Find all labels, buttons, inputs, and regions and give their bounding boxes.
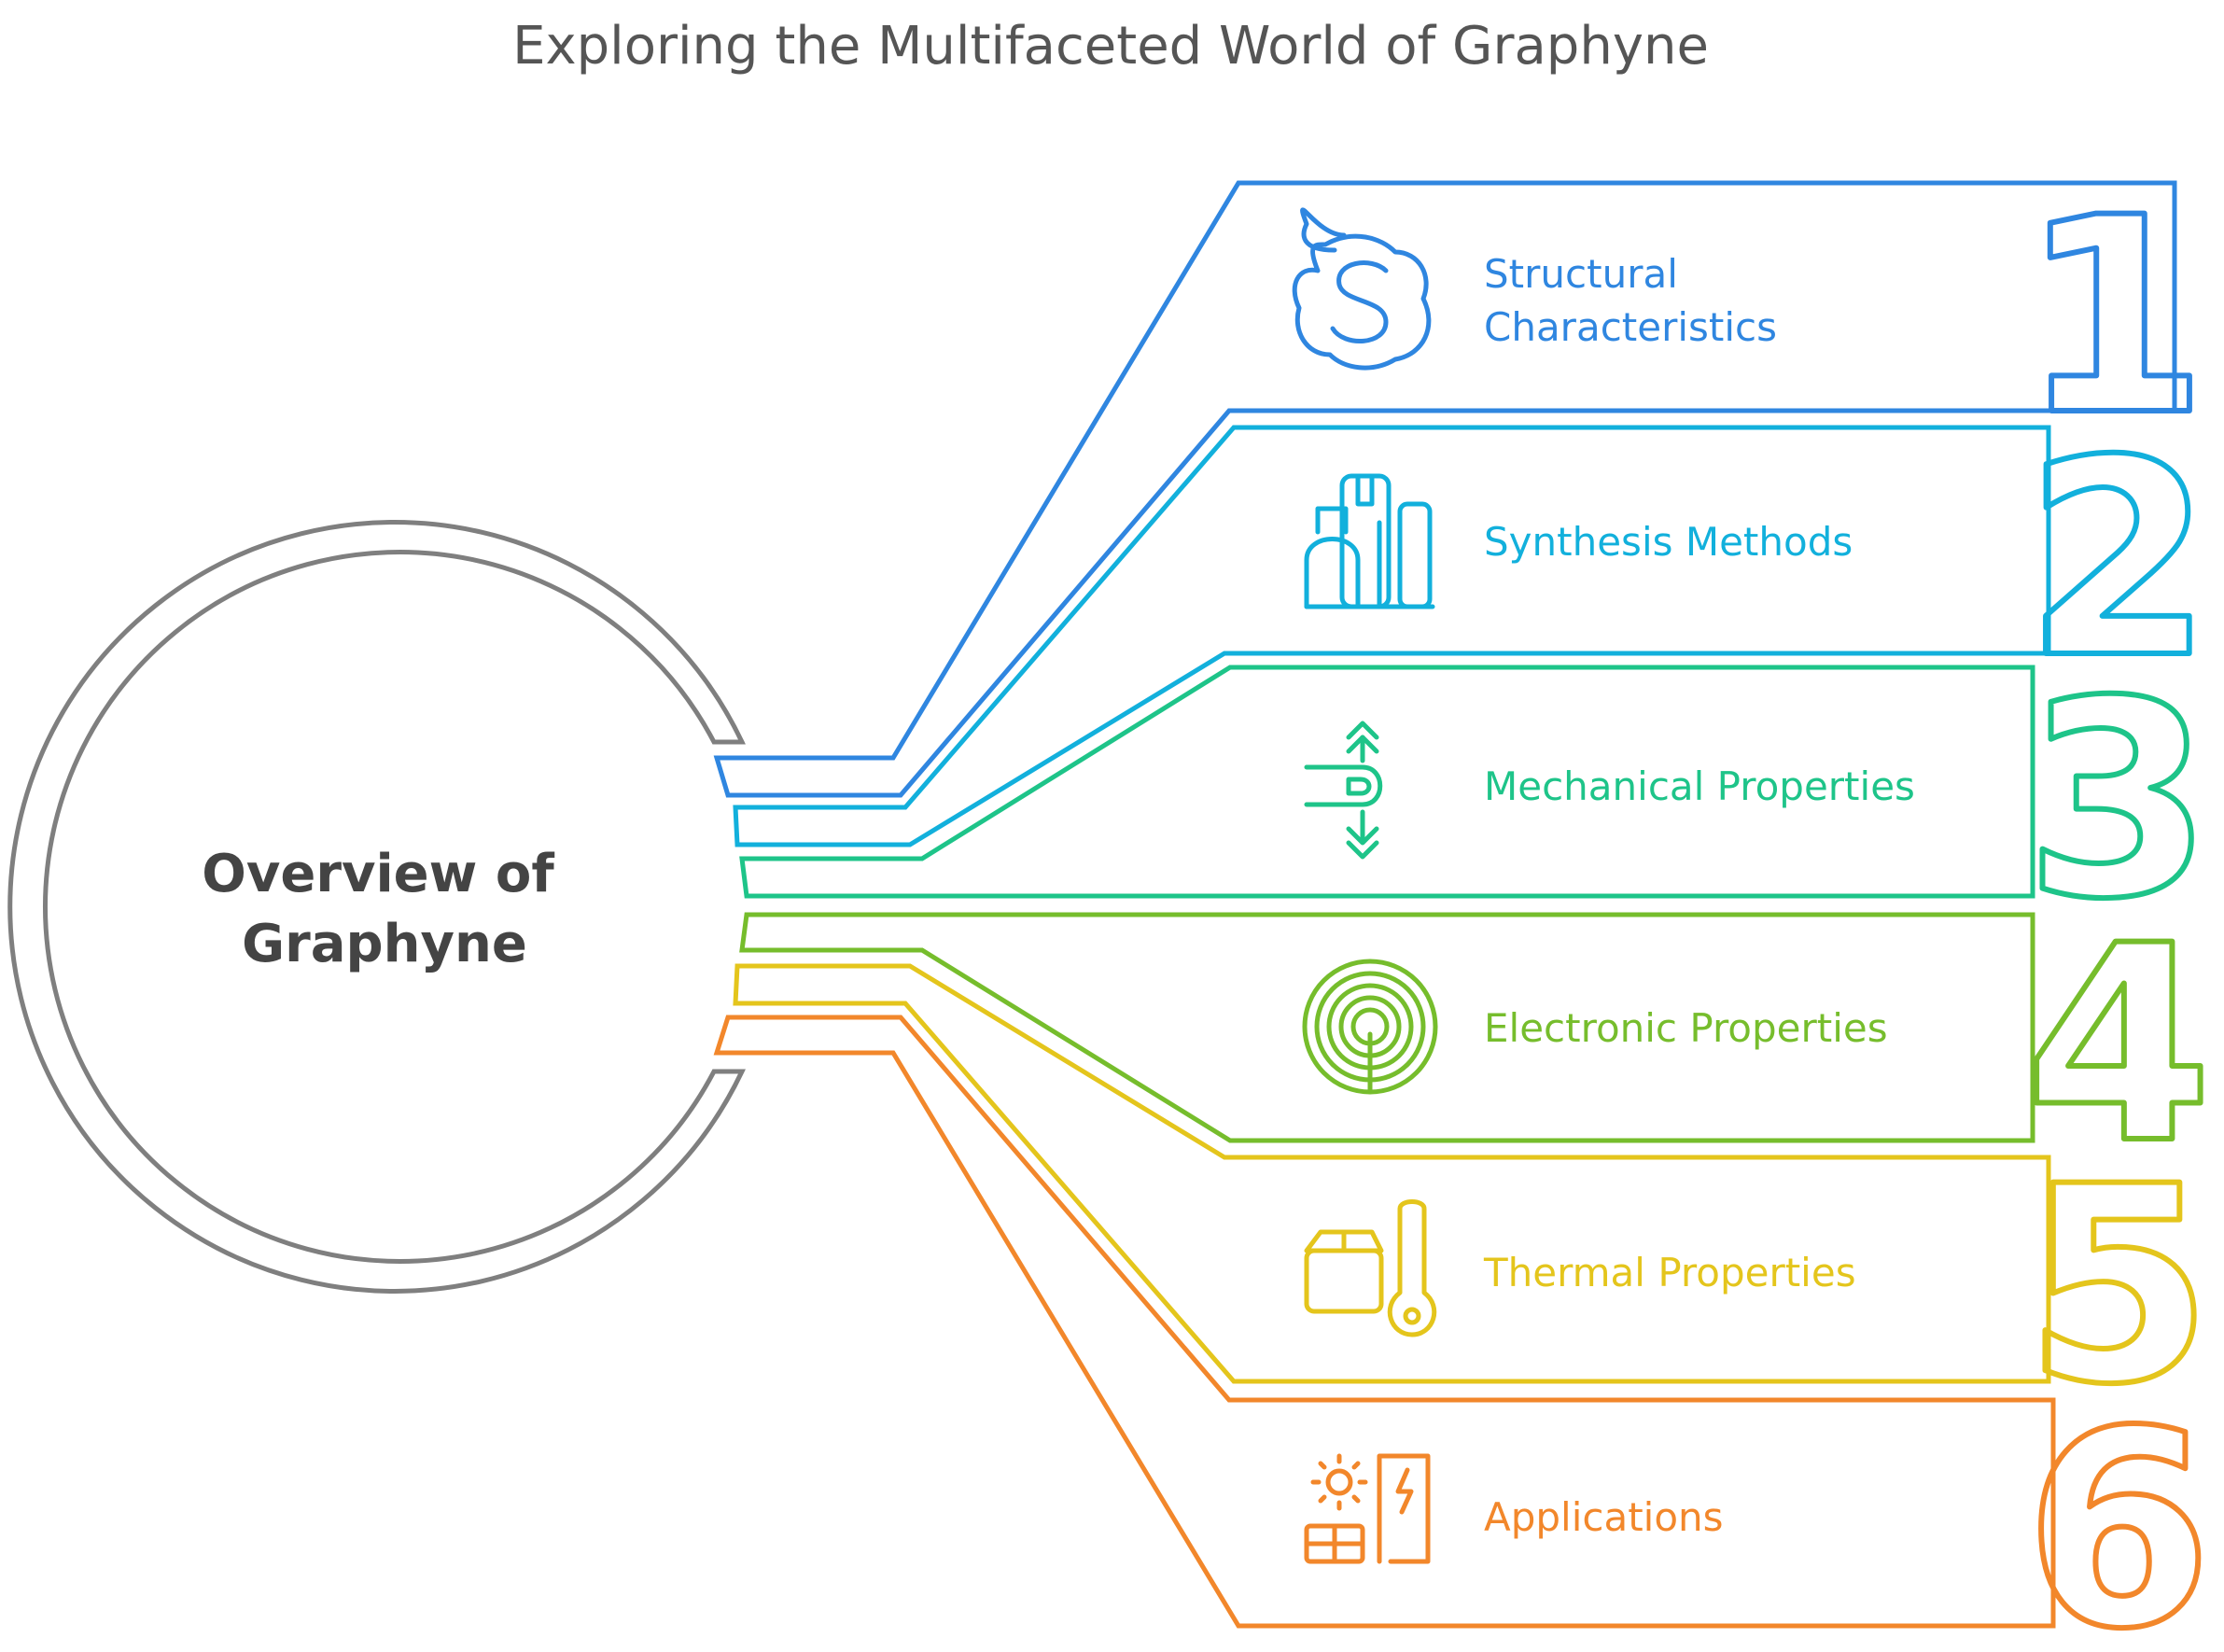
center-ring-outline — [7, 520, 746, 1294]
band-6 — [713, 1015, 2056, 1629]
item-5-label: Thermal Properties — [1483, 1250, 1856, 1295]
box-thermometer-icon — [1304, 1199, 1437, 1337]
magnet-arrows-icon — [1304, 721, 1383, 860]
band-2 — [733, 425, 2051, 847]
numeral-2: 2 — [2024, 403, 2213, 718]
center-ring: Overview of Graphyne — [7, 520, 746, 1294]
band-3-outline — [739, 665, 2035, 899]
skype-icon — [1292, 207, 1432, 371]
item-1-label-line2: Characteristics — [1484, 304, 1777, 350]
item-6-label: Applications — [1484, 1494, 1724, 1540]
band-4 — [739, 912, 2035, 1143]
item-2-label: Synthesis Methods — [1484, 519, 1853, 565]
numeral-1: 1 — [2020, 161, 2208, 475]
band-4-outline — [739, 912, 2035, 1143]
center-title-line1: Overview of — [202, 844, 554, 904]
numeral-6: 6 — [2024, 1374, 2213, 1652]
band-3 — [739, 665, 2035, 899]
band-1-outline — [713, 180, 2177, 798]
numeral-5: 5 — [2024, 1129, 2213, 1444]
numeral-4: 4 — [2024, 889, 2213, 1203]
solar-battery-icon — [1304, 1453, 1431, 1564]
item-1-label-line1: Structural — [1484, 251, 1678, 297]
numeral-3: 3 — [2024, 644, 2213, 959]
band-1 — [713, 180, 2177, 798]
factory-icon — [1304, 473, 1435, 609]
band-6-outline — [713, 1015, 2056, 1629]
item-3-label: Mechanical Properties — [1484, 763, 1915, 809]
band-5-outline — [733, 963, 2051, 1384]
center-title-line2: Graphyne — [242, 914, 527, 974]
band-5 — [733, 963, 2051, 1384]
diagram-title: Exploring the Multifaceted World of Grap… — [512, 16, 1709, 77]
item-4-label: Electronic Properties — [1484, 1005, 1888, 1051]
band-2-outline — [733, 425, 2051, 847]
signal-rings-icon — [1302, 959, 1438, 1095]
